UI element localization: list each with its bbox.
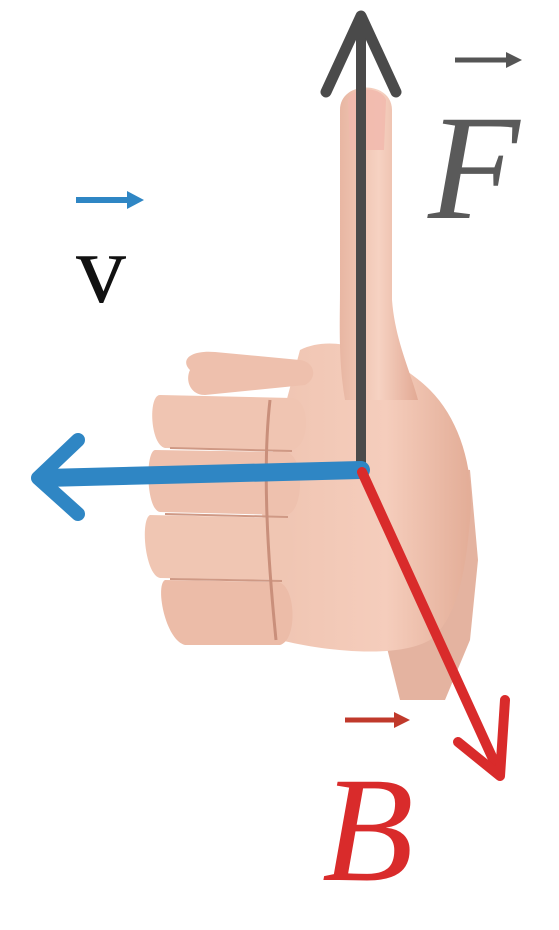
field-label: B xyxy=(322,712,414,913)
velocity-vector-arrow xyxy=(31,433,370,521)
vector-arrow-icon xyxy=(455,52,522,68)
field-arrowhead xyxy=(453,695,510,781)
vector-arrow-icon xyxy=(345,712,410,728)
hand-palm xyxy=(260,343,471,652)
thumb-nail xyxy=(348,89,386,150)
arrow-left-icon xyxy=(36,461,370,487)
field-label-text: B xyxy=(322,747,414,913)
velocity-arrowhead xyxy=(31,433,85,521)
force-label-text: F xyxy=(427,85,521,251)
velocity-label-text: v xyxy=(76,213,126,324)
force-arrowhead xyxy=(320,10,402,98)
force-vector-arrow xyxy=(320,10,402,473)
force-label: F xyxy=(427,52,522,251)
field-vector-arrow xyxy=(357,467,510,781)
velocity-label: v xyxy=(76,191,144,324)
vector-arrow-icon xyxy=(76,191,144,209)
arrow-down-right-icon xyxy=(357,467,503,775)
